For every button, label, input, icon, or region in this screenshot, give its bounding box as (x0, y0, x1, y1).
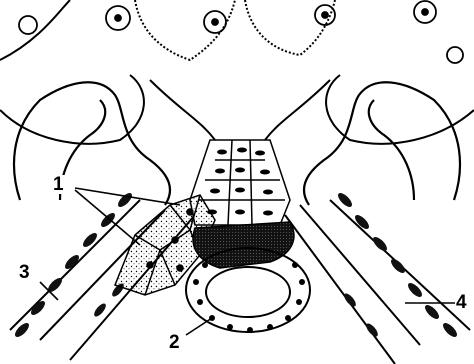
label-2: 2 (168, 333, 181, 352)
upper-tissue (0, 0, 474, 144)
label-3: 3 (18, 263, 31, 282)
right-duct-nuclei (336, 191, 459, 339)
upper-cells (19, 1, 463, 63)
left-duct-nuclei (13, 191, 134, 339)
leader-2 (186, 318, 212, 335)
dark-mass (193, 222, 294, 268)
right-duct (285, 200, 470, 364)
label-1: 1 (52, 175, 65, 194)
label-4: 4 (455, 293, 468, 312)
